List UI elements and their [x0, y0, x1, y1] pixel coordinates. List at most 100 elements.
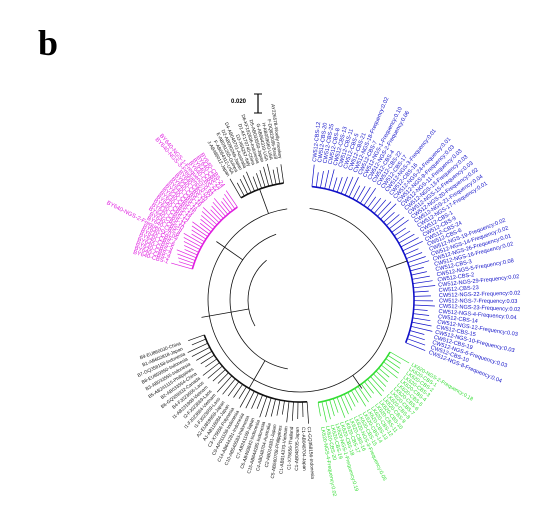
branch — [413, 286, 435, 288]
branch — [213, 370, 226, 382]
scale-bar: 0.020 — [231, 94, 262, 113]
branch — [282, 401, 284, 415]
branch — [188, 335, 204, 341]
branch — [386, 215, 399, 226]
branch — [413, 318, 431, 321]
clade-blue-backbone — [312, 187, 414, 343]
branch — [413, 314, 429, 316]
branch — [223, 379, 236, 395]
branch — [388, 355, 401, 363]
branch — [277, 400, 280, 416]
branch — [256, 173, 261, 188]
branch — [371, 198, 381, 211]
leaf-label: C1-AB048705-Japan — [294, 427, 300, 471]
branch — [203, 363, 220, 376]
branch — [240, 389, 250, 407]
branch — [312, 165, 314, 187]
branch — [240, 179, 248, 194]
branch — [409, 261, 429, 267]
branch — [329, 169, 334, 189]
branch — [405, 249, 419, 255]
internal-arc — [230, 234, 288, 369]
branch — [390, 352, 409, 363]
branch — [337, 397, 345, 418]
branch — [325, 170, 329, 189]
branch — [246, 172, 254, 191]
branch — [360, 187, 370, 203]
branch — [217, 376, 232, 392]
branch — [384, 212, 395, 222]
branch — [177, 250, 197, 258]
branch — [364, 188, 376, 205]
branch — [389, 217, 404, 229]
branch — [223, 198, 233, 211]
leaf-label: C1-AB048704-Japan — [301, 427, 307, 471]
branch — [318, 402, 320, 416]
branch — [357, 186, 366, 201]
branch — [411, 272, 427, 276]
branch — [412, 276, 430, 279]
panel-letter: b — [38, 22, 58, 64]
branch — [221, 202, 230, 213]
branch — [243, 175, 251, 192]
branch — [414, 309, 428, 310]
branch — [192, 234, 205, 242]
branch — [253, 177, 258, 190]
branch — [218, 373, 229, 384]
branch — [287, 401, 289, 422]
branch — [373, 374, 386, 387]
branch — [192, 230, 206, 239]
internal-branch — [260, 189, 269, 213]
branch — [333, 178, 337, 191]
branch — [184, 245, 199, 252]
branch — [307, 402, 309, 424]
branch — [368, 379, 382, 396]
branch — [277, 167, 280, 184]
branch — [364, 382, 373, 394]
branch — [414, 305, 435, 306]
tree-leaf-labels: CW512-CBS-12CW512-CBS-20CW512-CBS-25CW51… — [105, 96, 520, 497]
internal-arc — [248, 260, 267, 326]
branch — [230, 179, 241, 198]
branch — [333, 399, 338, 413]
branch — [341, 396, 349, 414]
branch — [330, 400, 335, 416]
branch — [384, 362, 399, 373]
tree-branches — [171, 164, 435, 424]
branch — [188, 343, 208, 352]
branch — [320, 171, 323, 188]
branch — [292, 402, 293, 421]
branch — [177, 254, 195, 261]
branch — [184, 241, 200, 249]
branch — [409, 335, 425, 340]
branch — [397, 231, 411, 240]
branch — [403, 241, 423, 251]
branch — [361, 384, 371, 398]
branch — [410, 267, 424, 271]
branch — [355, 388, 366, 406]
branch — [349, 177, 359, 197]
branch — [192, 339, 206, 345]
branch — [358, 386, 369, 402]
branch — [171, 263, 192, 269]
branch — [381, 204, 397, 220]
branch — [271, 399, 275, 417]
branch — [239, 387, 246, 399]
branch — [377, 202, 391, 217]
branch — [203, 207, 219, 222]
branch — [413, 281, 433, 284]
branch — [392, 220, 409, 232]
branch — [381, 365, 397, 378]
branch — [370, 377, 384, 392]
branch — [410, 331, 425, 335]
branch — [273, 170, 276, 185]
branch — [208, 366, 222, 378]
branch — [228, 382, 239, 397]
branch — [322, 402, 327, 423]
branch — [376, 371, 388, 382]
internal-branch — [216, 242, 242, 260]
branch — [211, 210, 222, 221]
branch — [414, 291, 429, 292]
